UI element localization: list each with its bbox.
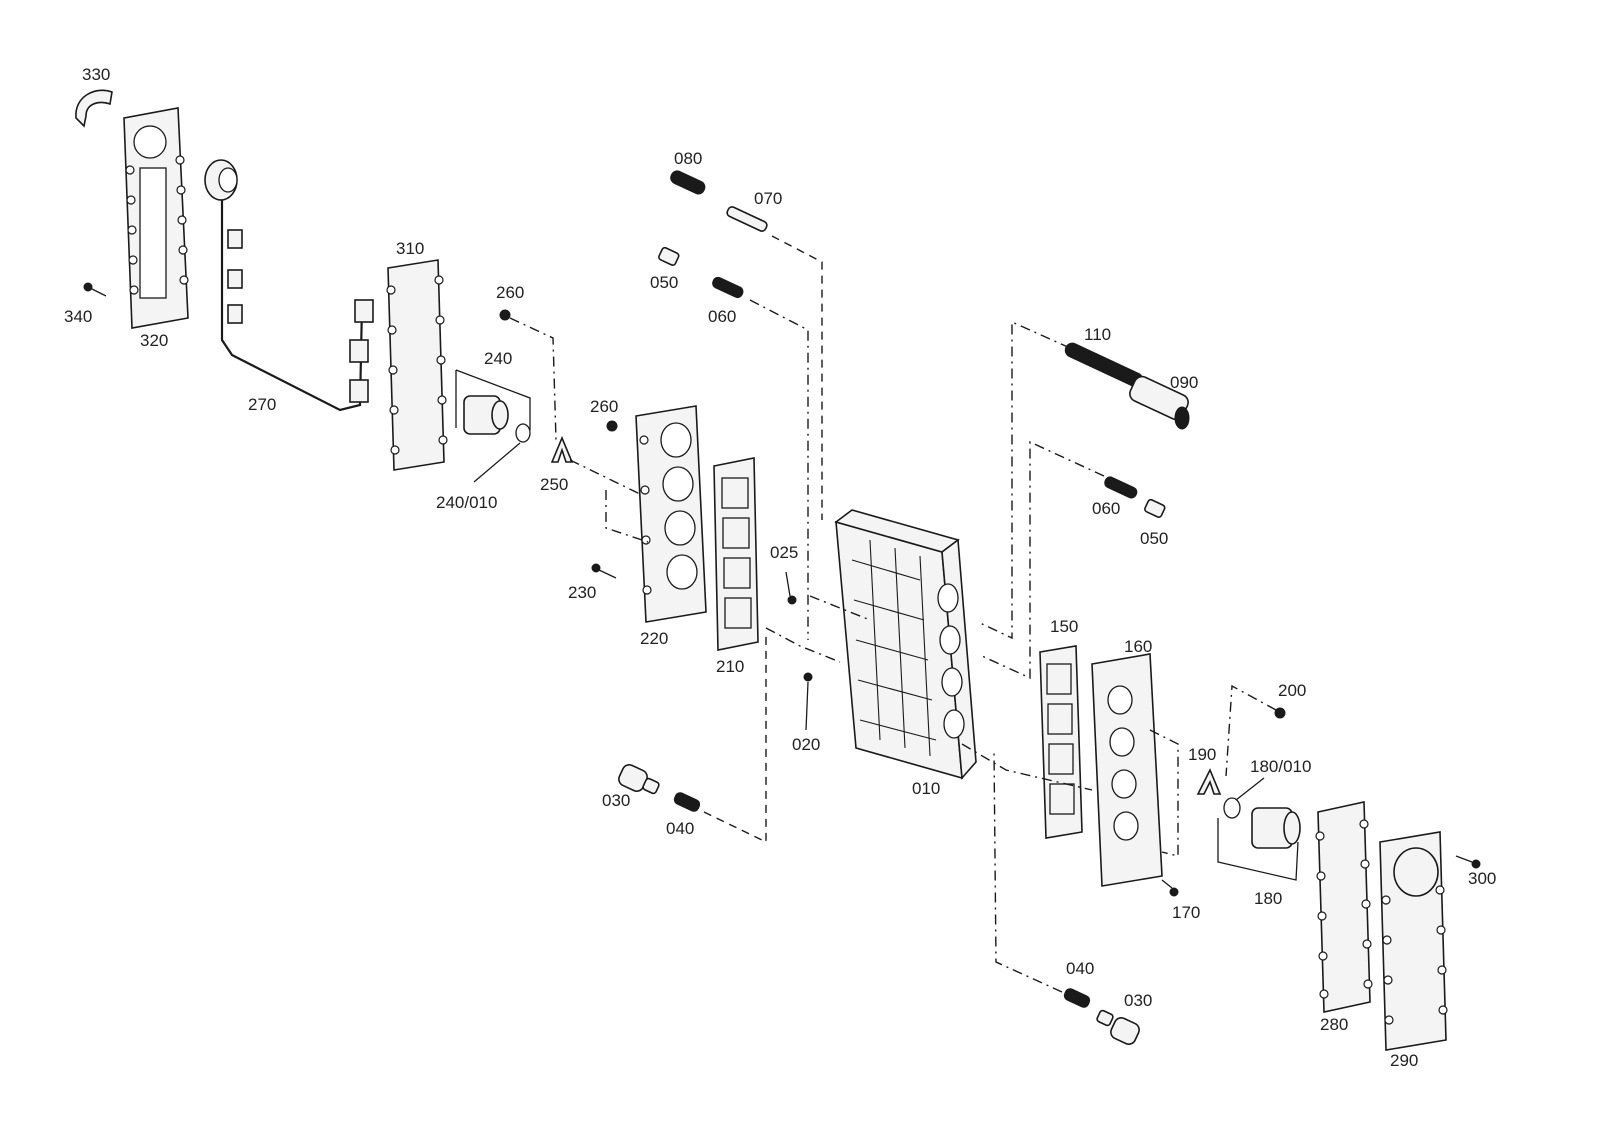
- part-110-spring: [977, 320, 1144, 640]
- part-260-bolt-lower: [606, 420, 618, 432]
- part-050-plug-upper: [658, 246, 680, 266]
- label-010: 010: [912, 779, 940, 798]
- part-240-solenoid: [455, 369, 531, 483]
- label-020: 020: [792, 735, 820, 754]
- label-310: 310: [396, 239, 424, 258]
- label-040-left: 040: [666, 819, 694, 838]
- label-340: 340: [64, 307, 92, 326]
- part-labels: 330 320 340 270 310 240 240/010 260 260 …: [64, 65, 1496, 1070]
- label-330: 330: [82, 65, 110, 84]
- label-060-upper: 060: [708, 307, 736, 326]
- part-060-spring-lower: [981, 440, 1138, 680]
- part-090-valve: [1129, 375, 1190, 430]
- part-220-housing: [605, 405, 707, 623]
- part-080-spring: [670, 170, 706, 195]
- part-150-gasket: [1039, 645, 1083, 839]
- label-210: 210: [716, 657, 744, 676]
- part-340-bolt: [83, 282, 107, 297]
- part-320-cover: [123, 107, 189, 329]
- part-190-clip: [1196, 768, 1222, 795]
- label-160: 160: [1124, 637, 1152, 656]
- part-290-cover: [1379, 831, 1448, 1051]
- label-250: 250: [540, 475, 568, 494]
- label-080: 080: [674, 149, 702, 168]
- label-300: 300: [1468, 869, 1496, 888]
- label-190: 190: [1188, 745, 1216, 764]
- part-030-plug-right: [1096, 1009, 1140, 1045]
- part-180-solenoid: [1217, 777, 1301, 881]
- label-270: 270: [248, 395, 276, 414]
- part-310-gasket: [386, 259, 448, 471]
- part-270-harness: [204, 159, 374, 412]
- label-200: 200: [1278, 681, 1306, 700]
- part-030-plug-left: [618, 764, 660, 795]
- part-280-gasket: [1315, 801, 1373, 1013]
- part-040-spring-right: [993, 751, 1091, 1008]
- label-050-upper: 050: [650, 273, 678, 292]
- label-170: 170: [1172, 903, 1200, 922]
- part-210-gasket: [713, 457, 759, 651]
- label-180-010: 180/010: [1250, 757, 1311, 776]
- label-220: 220: [640, 629, 668, 648]
- part-010-valve-body: [765, 509, 977, 780]
- label-070: 070: [754, 189, 782, 208]
- label-240-010: 240/010: [436, 493, 497, 512]
- label-090: 090: [1170, 373, 1198, 392]
- label-280: 280: [1320, 1015, 1348, 1034]
- part-230-bolt: [591, 563, 617, 579]
- part-300-bolt: [1455, 855, 1481, 869]
- label-260-lower: 260: [590, 397, 618, 416]
- part-070-valve: [726, 206, 823, 520]
- label-230: 230: [568, 583, 596, 602]
- label-290: 290: [1390, 1051, 1418, 1070]
- part-160-housing: [961, 653, 1179, 887]
- label-040-right: 040: [1066, 959, 1094, 978]
- part-200-bolt: [1225, 684, 1286, 777]
- part-020-ball: [803, 672, 813, 731]
- label-240: 240: [484, 349, 512, 368]
- part-330-clip: [75, 89, 113, 128]
- label-180: 180: [1254, 889, 1282, 908]
- part-060-spring-upper: [712, 276, 809, 640]
- label-030-right: 030: [1124, 991, 1152, 1010]
- part-050-plug-lower: [1144, 498, 1166, 518]
- label-050-lower: 050: [1140, 529, 1168, 548]
- part-170-bolt: [1161, 879, 1179, 897]
- part-025-ball: [785, 571, 797, 605]
- label-030-left: 030: [602, 791, 630, 810]
- part-040-spring-left: [673, 632, 767, 844]
- label-110: 110: [1084, 325, 1111, 344]
- label-320: 320: [140, 331, 168, 350]
- label-025: 025: [770, 543, 798, 562]
- label-060-lower: 060: [1092, 499, 1120, 518]
- part-260-bolt-upper: [499, 309, 557, 441]
- label-260-upper: 260: [496, 283, 524, 302]
- part-250-clip: [550, 435, 641, 495]
- label-150: 150: [1050, 617, 1078, 636]
